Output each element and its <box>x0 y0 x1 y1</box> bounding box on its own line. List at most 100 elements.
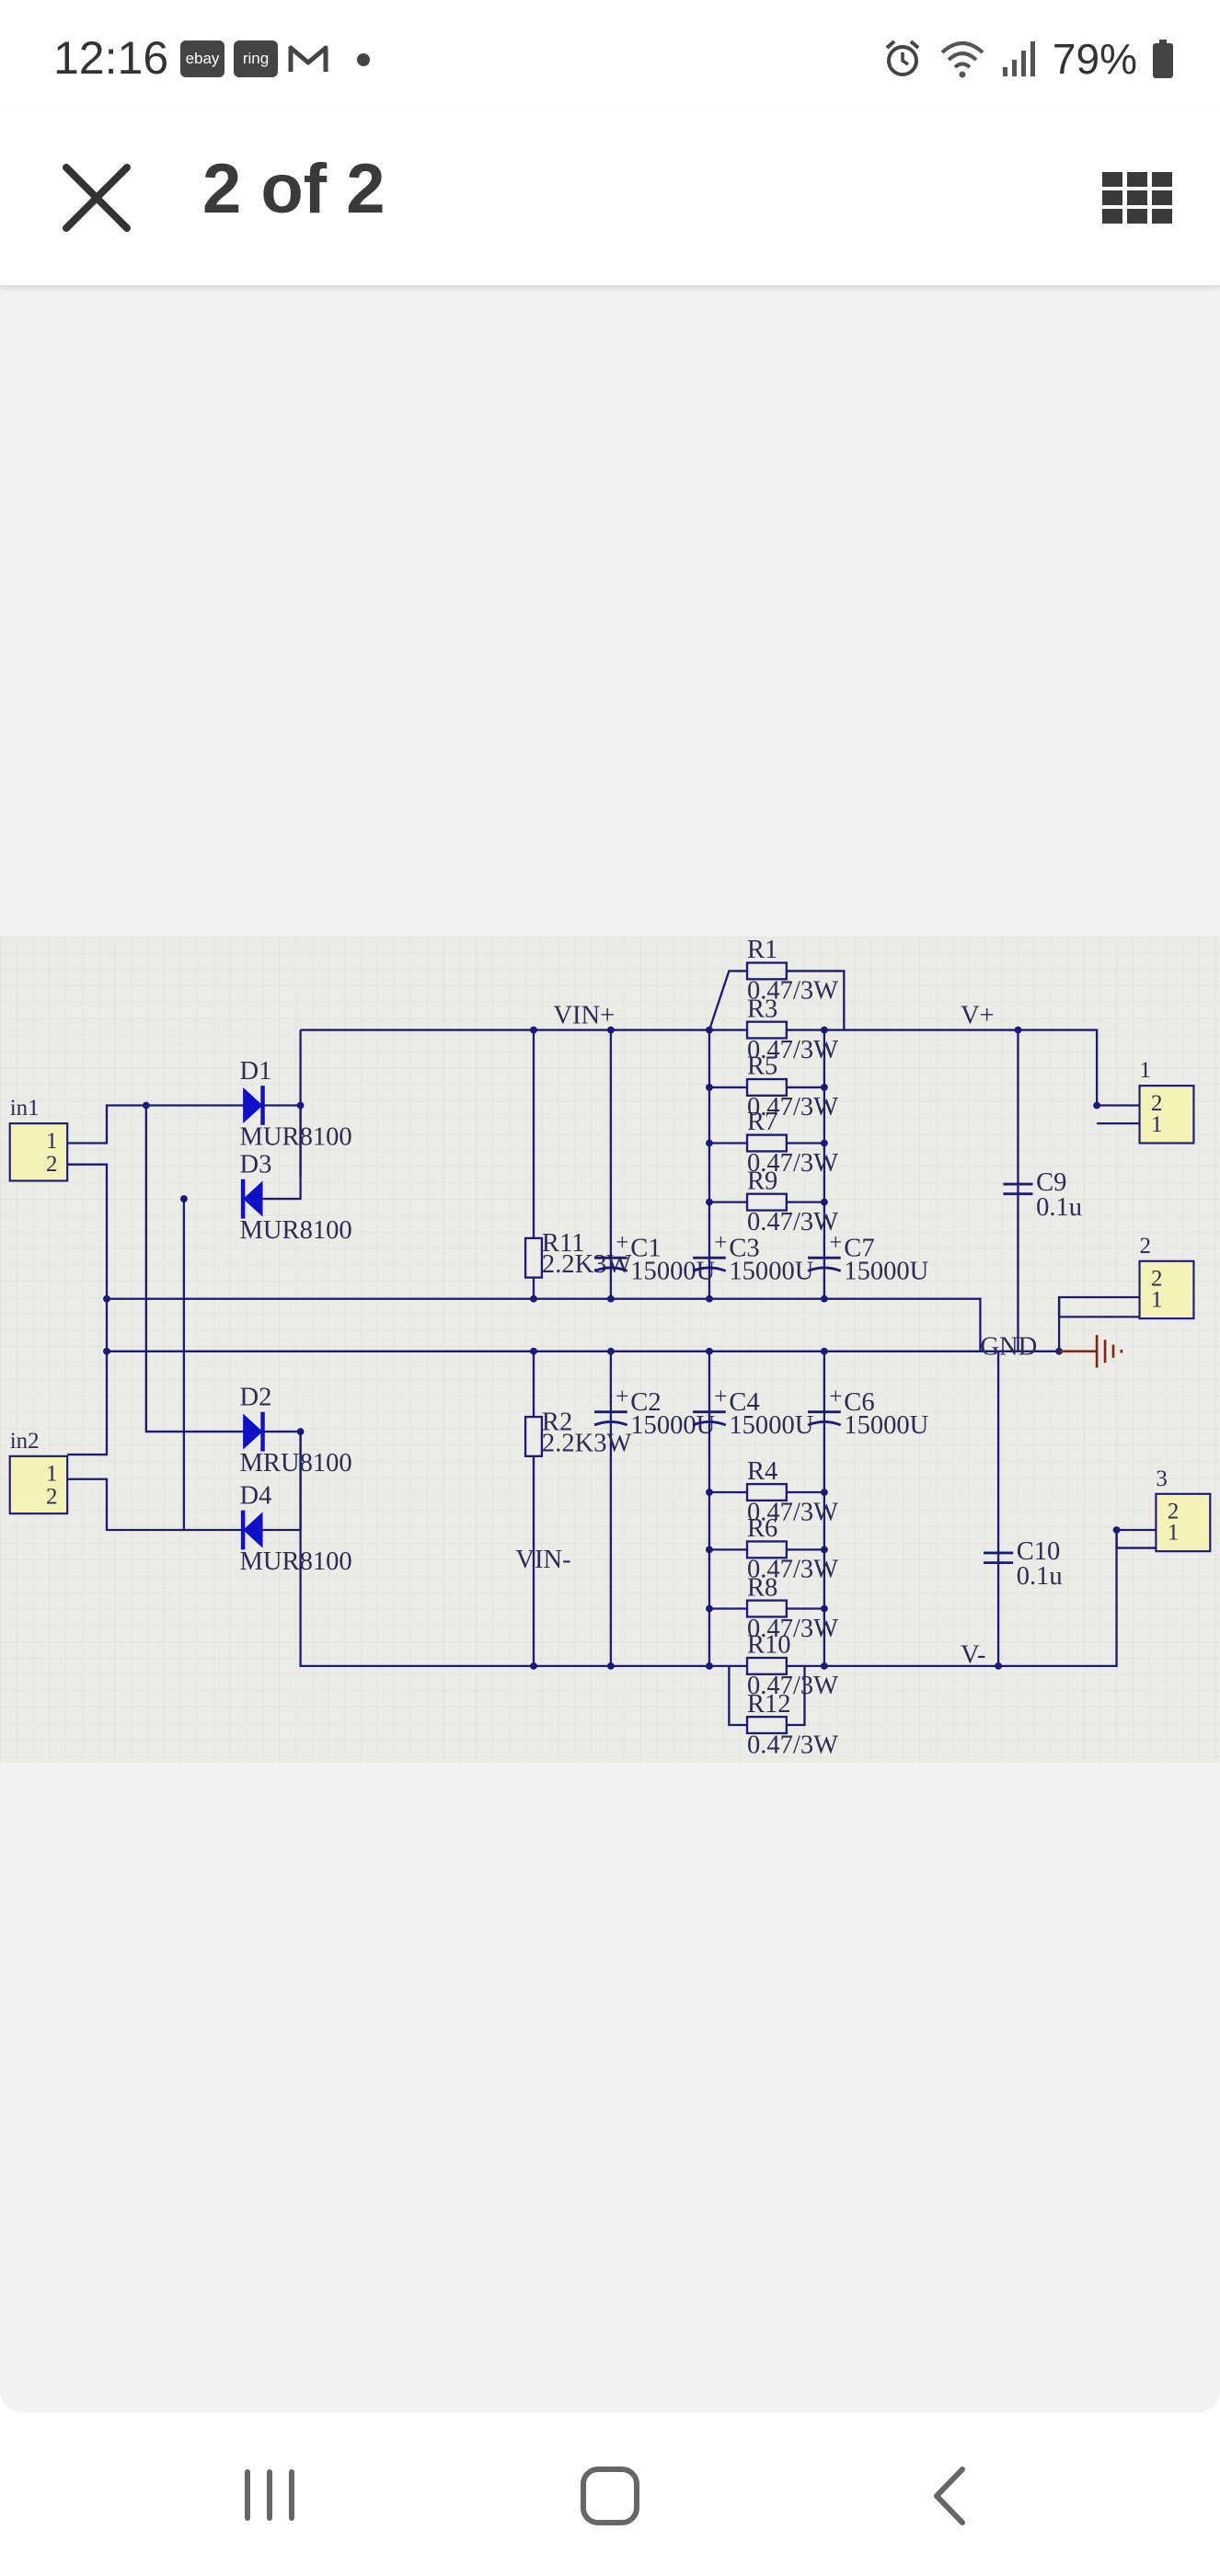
ebay-app-icon: ebay <box>180 40 224 77</box>
status-time: 12:16 <box>53 32 169 84</box>
net-label-v-pos: V+ <box>961 1001 995 1029</box>
connector-pin: 2 <box>1151 1267 1162 1292</box>
close-button[interactable] <box>55 156 138 239</box>
resistor-value: 0.47/3W <box>747 1731 838 1759</box>
resistor-r6 <box>745 1540 788 1559</box>
capacitor-ref: C2 <box>630 1388 661 1417</box>
recent-apps-button[interactable] <box>219 2449 320 2541</box>
schematic-wires <box>67 970 1159 1727</box>
capacitor-value: 15000U <box>630 1411 715 1440</box>
resistor-value: 0.47/3W <box>747 1672 838 1700</box>
diode-value: MRU8100 <box>240 1449 352 1478</box>
resistor-r1 <box>745 961 788 981</box>
net-label-gnd: GND <box>980 1332 1037 1361</box>
diode-d2 <box>243 1411 265 1452</box>
diode-value: MUR8100 <box>240 1122 352 1151</box>
resistor-r12 <box>745 1715 788 1735</box>
ring-app-icon: ring <box>234 40 278 77</box>
capacitor-ref: C1 <box>630 1234 661 1262</box>
output-connector-label: 1 <box>1140 1058 1151 1083</box>
status-bar: 12:16 ebay ring 79% <box>0 0 1220 110</box>
resistor-r9 <box>745 1192 788 1212</box>
resistor-ref: R9 <box>747 1167 777 1195</box>
resistor-ref: R8 <box>747 1573 777 1602</box>
resistor-r7 <box>745 1133 788 1153</box>
capacitor-polarity: + <box>829 1230 842 1255</box>
capacitor-polarity: + <box>714 1230 727 1255</box>
capacitor-polarity: + <box>829 1385 842 1409</box>
capacitor-value: 15000U <box>844 1257 928 1285</box>
film-capacitor-ref: C9 <box>1036 1168 1066 1197</box>
film-capacitor-c9 <box>1003 1182 1033 1196</box>
resistor-value: 0.47/3W <box>747 1149 838 1178</box>
resistor-value: 0.47/3W <box>747 1208 838 1236</box>
battery-icon <box>1153 40 1173 78</box>
status-icons: 79% <box>881 31 1174 86</box>
resistor-ref: R4 <box>747 1457 777 1486</box>
connector-pin: 1 <box>1168 1521 1179 1546</box>
battery-percent: 79% <box>1052 35 1137 83</box>
diode-d4 <box>240 1510 263 1550</box>
bleeder-resistor-r11 <box>524 1236 544 1279</box>
resistor-r5 <box>745 1077 788 1097</box>
resistor-value: 0.47/3W <box>747 1556 838 1584</box>
connector-pin: 1 <box>46 1129 57 1154</box>
connector-pin: 2 <box>1168 1500 1179 1524</box>
resistor-r8 <box>745 1599 788 1618</box>
connector-pin: 1 <box>1151 1288 1162 1313</box>
diode-d1 <box>243 1086 265 1125</box>
bleeder-ref: R11 <box>542 1229 585 1258</box>
ground-icon <box>1059 1334 1123 1368</box>
diode-ref: D1 <box>240 1057 272 1086</box>
connector-pin: 2 <box>46 1152 57 1177</box>
net-label-v-neg: V- <box>961 1640 986 1669</box>
capacitor-polarity: + <box>714 1385 727 1409</box>
capacitor-c2 <box>593 1410 628 1427</box>
resistor-ref: R7 <box>747 1108 777 1136</box>
connector-pin: 1 <box>46 1462 57 1487</box>
resistor-r10 <box>745 1656 788 1675</box>
capacitor-ref: C7 <box>844 1234 874 1262</box>
home-button[interactable] <box>559 2449 661 2541</box>
resistor-r3 <box>745 1020 788 1040</box>
bleeder-value: 2.2K3W <box>542 1250 632 1279</box>
capacitor-value: 15000U <box>630 1257 715 1285</box>
close-icon <box>63 164 131 232</box>
schematic-junctions <box>103 1026 1121 1670</box>
film-capacitor-c10 <box>984 1551 1014 1565</box>
net-label-vin-neg: VIN- <box>515 1546 570 1574</box>
resistor-value: 0.47/3W <box>747 977 838 1006</box>
notification-dot-icon <box>357 53 370 66</box>
output-connector-label: 3 <box>1156 1466 1167 1491</box>
resistor-ref: R5 <box>747 1052 777 1081</box>
resistor-value: 0.47/3W <box>747 1498 838 1526</box>
bleeder-value: 2.2K3W <box>542 1429 632 1457</box>
capacitor-ref: C4 <box>729 1388 759 1417</box>
diode-value: MUR8100 <box>240 1547 352 1576</box>
connector-pin: 2 <box>1151 1091 1162 1116</box>
diode-ref: D2 <box>240 1384 272 1412</box>
signal-icon <box>1002 41 1035 76</box>
input-connector-label: in1 <box>10 1096 40 1121</box>
input-connector-label: in2 <box>10 1429 40 1454</box>
resistor-ref: R10 <box>747 1631 791 1660</box>
capacitor-polarity: + <box>616 1230 628 1255</box>
recent-apps-icon <box>245 2469 294 2521</box>
output-connector-2 <box>1138 1259 1195 1320</box>
capacitor-value: 15000U <box>844 1411 928 1440</box>
grid-view-button[interactable] <box>1100 161 1174 235</box>
back-icon <box>934 2467 965 2525</box>
bleeder-ref: R2 <box>542 1408 572 1436</box>
home-icon <box>581 2467 639 2525</box>
back-button[interactable] <box>900 2449 1001 2541</box>
resistor-ref: R6 <box>747 1514 777 1543</box>
capacitor-c7 <box>807 1256 842 1272</box>
capacitor-ref: C6 <box>844 1388 874 1417</box>
diode-ref: D4 <box>240 1482 272 1511</box>
alarm-icon <box>885 40 920 76</box>
bleeder-resistor-r2 <box>524 1415 544 1457</box>
resistor-ref: R1 <box>747 937 777 964</box>
capacitor-c1 <box>593 1256 628 1272</box>
circuit-schematic-image[interactable]: VIN+ VIN- V+ V- GND in112in212121221321D… <box>0 937 1220 1763</box>
